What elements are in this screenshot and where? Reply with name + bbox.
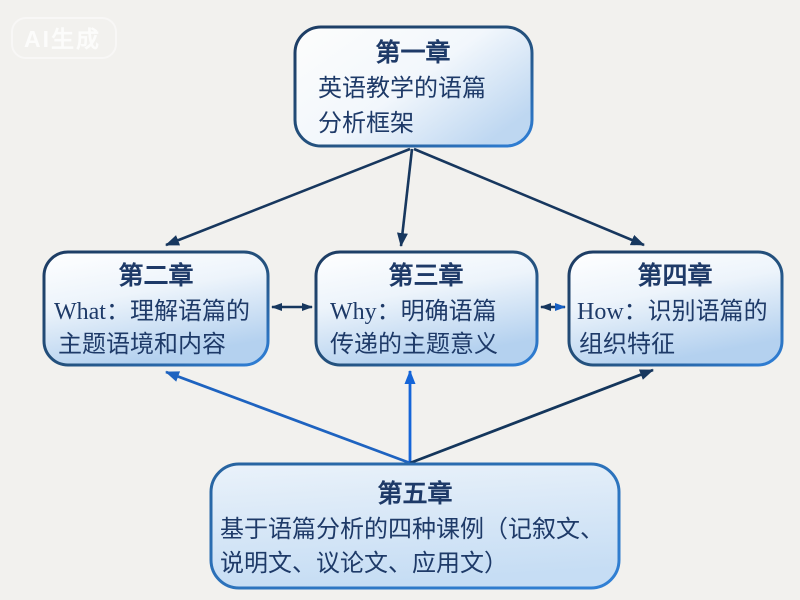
- arrows-from-chapter5: [165, 368, 654, 465]
- chapter4-title: 第四章: [637, 261, 712, 290]
- chapter5-box: [209, 462, 621, 590]
- chapter2-box: [42, 250, 270, 367]
- ai-watermark-label: AI生成: [24, 26, 101, 52]
- ai-watermark-pill: [11, 17, 117, 59]
- chapter4-box: [567, 250, 784, 367]
- chapter5-box-group: 第五章 基于语篇分析的四种课例（记叙文、 说明文、议论文、应用文）: [209, 462, 621, 590]
- chapter2-line2: 主题语境和内容: [58, 331, 226, 358]
- chapter3-title: 第三章: [388, 261, 463, 290]
- chapter1-title: 第一章: [375, 38, 450, 67]
- arrow-ch1-to-ch3: [396, 148, 414, 247]
- arrow-ch5-to-ch2: [165, 370, 411, 465]
- chapter1-box: [293, 25, 534, 148]
- chapter2-title: 第二章: [118, 261, 193, 290]
- chapter2-line1: What：理解语篇的: [54, 298, 250, 325]
- chapter1-box-group: 第一章 英语教学的语篇 分析框架: [293, 25, 534, 148]
- chapter5-line1: 基于语篇分析的四种课例（记叙文、: [220, 516, 604, 543]
- arrows-from-chapter1: [165, 147, 645, 247]
- arrow-ch5-to-ch4: [409, 368, 654, 465]
- arrow-ch1-to-ch2: [165, 147, 411, 247]
- chapter3-box: [314, 250, 539, 367]
- chapter1-line2: 分析框架: [318, 110, 414, 137]
- chapter3-line2: 传递的主题意义: [330, 331, 498, 358]
- chapter3-line1: Why：明确语篇: [330, 298, 497, 325]
- chapter4-line1: How：识别语篇的: [577, 298, 768, 325]
- chapter5-title: 第五章: [377, 479, 452, 508]
- chapter4-line2: 组织特征: [579, 331, 675, 358]
- chapter5-line2: 说明文、议论文、应用文）: [220, 550, 508, 577]
- chapter1-line1: 英语教学的语篇: [318, 75, 486, 102]
- chapter3-box-group: 第三章 Why：明确语篇 传递的主题意义: [314, 250, 539, 367]
- chapter4-box-group: 第四章 How：识别语篇的 组织特征: [567, 250, 784, 367]
- chapter2-box-group: 第二章 What：理解语篇的 主题语境和内容: [42, 250, 270, 367]
- arrow-ch1-to-ch4: [413, 147, 645, 247]
- ai-watermark: AI生成: [11, 17, 117, 59]
